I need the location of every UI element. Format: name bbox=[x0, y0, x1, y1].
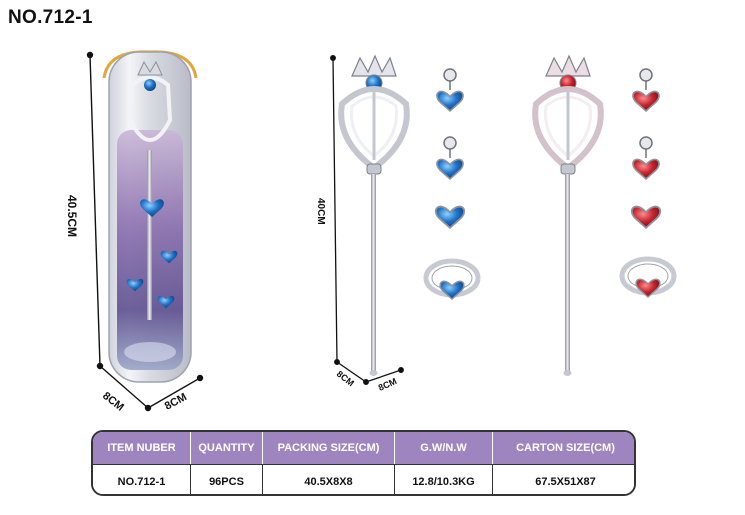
red-wand bbox=[532, 54, 604, 376]
tube-height-label: 40.5CM bbox=[65, 195, 79, 237]
red-heart-pendant bbox=[630, 205, 662, 229]
tube-width-label: 8CM bbox=[100, 390, 126, 414]
blue-ring bbox=[423, 258, 481, 300]
wand-height-label: 40CM bbox=[315, 198, 326, 225]
packaging-tube bbox=[102, 50, 198, 383]
spec-table: ITEM NUBER QUANTITY PACKING SIZE(CM) G.W… bbox=[91, 430, 636, 496]
spec-value-carton-size: 67.5X51X87 bbox=[493, 464, 634, 494]
wand-depth-label: 8CM bbox=[377, 376, 398, 393]
spec-header-quantity: QUANTITY bbox=[191, 432, 263, 464]
spec-header-item-number: ITEM NUBER bbox=[93, 432, 191, 464]
spec-header-weight: G.W/N.W bbox=[395, 432, 493, 464]
spec-value-item-number: NO.712-1 bbox=[93, 464, 191, 494]
tube-depth-label: 8CM bbox=[163, 391, 189, 413]
blue-earring-middle bbox=[436, 136, 464, 180]
blue-earring-top bbox=[436, 68, 464, 112]
spec-value-weight: 12.8/10.3KG bbox=[395, 464, 493, 494]
tube-dimension-lines bbox=[86, 51, 204, 412]
spec-value-packing-size: 40.5X8X8 bbox=[263, 464, 395, 494]
blue-wand bbox=[338, 54, 410, 376]
spec-header-carton-size: CARTON SIZE(CM) bbox=[493, 432, 634, 464]
wand-width-label: 8CM bbox=[335, 369, 356, 389]
spec-value-quantity: 96PCS bbox=[191, 464, 263, 494]
red-earring-top bbox=[632, 68, 660, 112]
spec-header-packing-size: PACKING SIZE(CM) bbox=[263, 432, 395, 464]
product-title: NO.712-1 bbox=[8, 7, 93, 28]
red-ring bbox=[619, 256, 677, 298]
product-illustration: 40.5CM 8CM 8CM 40CM 8CM 8CM bbox=[65, 50, 677, 414]
wand-dimension-lines bbox=[330, 55, 404, 385]
red-earring-middle bbox=[632, 136, 660, 180]
blue-heart-pendant bbox=[434, 205, 466, 229]
